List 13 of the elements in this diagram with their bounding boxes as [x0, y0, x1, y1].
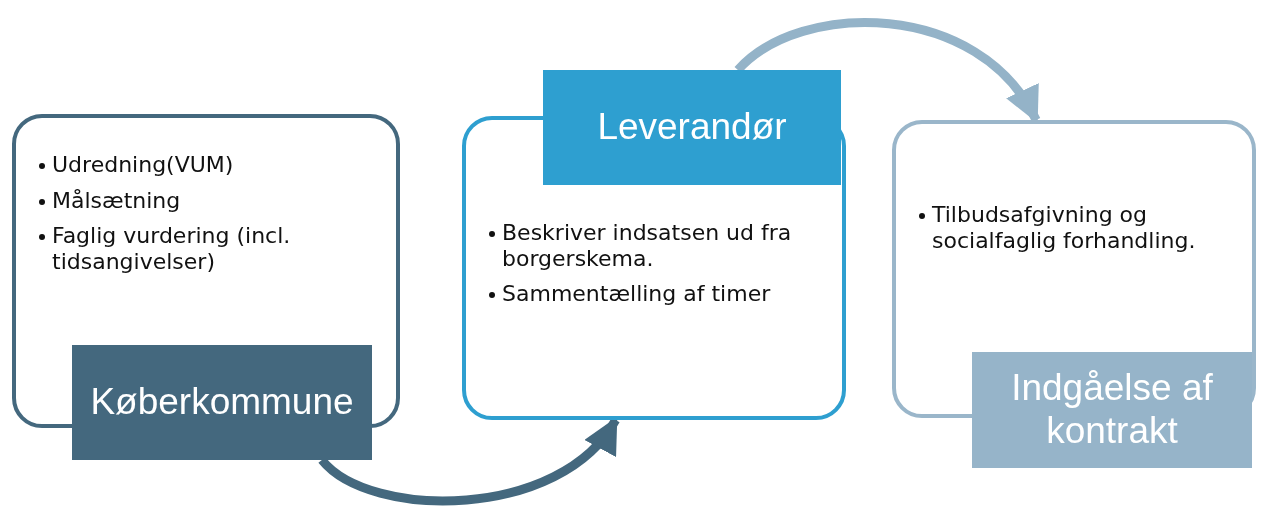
label-box	[543, 70, 841, 185]
box-title: Køberkommune	[90, 381, 354, 424]
label-box	[972, 352, 1252, 468]
bullet-text: Beskriver indsatsen ud fra borgerskema.	[502, 220, 792, 271]
bullet-text: Faglig vurdering (incl. tidsangivelser)	[52, 223, 291, 275]
box-title: Leverandør	[597, 106, 787, 149]
bullet-text: Tilbudsafgivning og socialfaglig forhandling.	[932, 202, 1196, 253]
bullet-text: Sammentælling af timer	[502, 281, 771, 307]
bullet-text: Målsætning	[52, 187, 181, 213]
bullet-text: Udredning(VUM)	[52, 152, 234, 177]
curved-arrow	[318, 417, 620, 506]
box-title: Indgåelse af kontrakt	[1010, 367, 1214, 453]
label-box	[72, 345, 372, 460]
